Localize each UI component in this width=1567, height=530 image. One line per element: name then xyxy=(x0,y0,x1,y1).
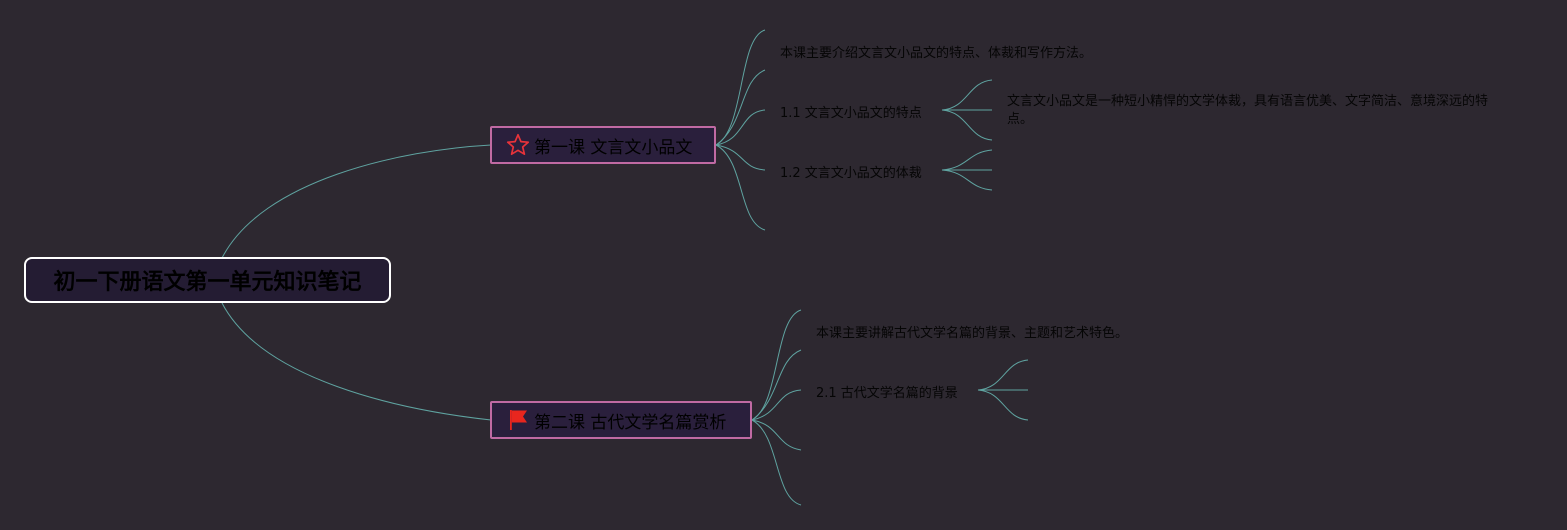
root-title: 初一下册语文第一单元知识笔记 xyxy=(53,270,362,295)
connector-root-lesson1 xyxy=(221,144,492,259)
connector-s21-c xyxy=(977,389,1029,421)
connector-l1-sec2 xyxy=(715,144,766,171)
connector-l2-bottom xyxy=(751,419,802,506)
flag-icon xyxy=(506,408,530,432)
connector-l2-sec1 xyxy=(751,389,802,421)
section-1-2-title: 1.2 文言文小品文的体裁 xyxy=(780,165,922,181)
lesson-1-intro-text: 本课主要介绍文言文小品文的特点、体裁和写作方法。 xyxy=(780,45,1093,61)
lesson-1-title: 第一课 文言文小品文 xyxy=(534,137,693,158)
connector-l1-sec1 xyxy=(715,109,766,146)
connector-l1-intro xyxy=(715,69,766,146)
section-1-1-title: 1.1 文言文小品文的特点 xyxy=(780,105,922,121)
section-2-1-title: 2.1 古代文学名篇的背景 xyxy=(816,385,958,401)
section-1-1-detail[interactable]: 文言文小品文是一种短小精悍的文学体裁，具有语言优美、文字简洁、意境深远的特点。 xyxy=(1007,93,1499,129)
connector-s12-a xyxy=(941,149,993,171)
lesson-1-intro[interactable]: 本课主要介绍文言文小品文的特点、体裁和写作方法。 xyxy=(780,41,1092,61)
section-1-1-node[interactable]: 1.1 文言文小品文的特点 xyxy=(780,101,922,121)
connector-root-lesson2 xyxy=(221,302,492,421)
lesson-2-node[interactable]: 第二课 古代文学名篇赏析 xyxy=(490,401,752,439)
connector-s11-a xyxy=(941,79,993,111)
lesson-2-intro[interactable]: 本课主要讲解古代文学名篇的背景、主题和艺术特色。 xyxy=(816,321,1128,341)
section-2-1-node[interactable]: 2.1 古代文学名篇的背景 xyxy=(816,381,958,401)
connector-l1-bottom xyxy=(715,144,766,231)
root-node[interactable]: 初一下册语文第一单元知识笔记 xyxy=(24,257,391,303)
section-1-2-node[interactable]: 1.2 文言文小品文的体裁 xyxy=(780,161,922,181)
lesson-2-title: 第二课 古代文学名篇赏析 xyxy=(534,412,727,433)
lesson-2-intro-text: 本课主要讲解古代文学名篇的背景、主题和艺术特色。 xyxy=(816,325,1129,341)
section-1-1-detail-text: 文言文小品文是一种短小精悍的文学体裁，具有语言优美、文字简洁、意境深远的特点。 xyxy=(1007,94,1489,127)
lesson-1-node[interactable]: 第一课 文言文小品文 xyxy=(490,126,716,164)
connector-s12-c xyxy=(941,169,993,191)
connector-l2-mid xyxy=(751,419,802,451)
star-icon xyxy=(506,133,530,157)
connector-l2-intro xyxy=(751,349,802,421)
connector-s11-c xyxy=(941,109,993,141)
connector-s21-a xyxy=(977,359,1029,391)
connector-l2-top xyxy=(751,309,802,421)
